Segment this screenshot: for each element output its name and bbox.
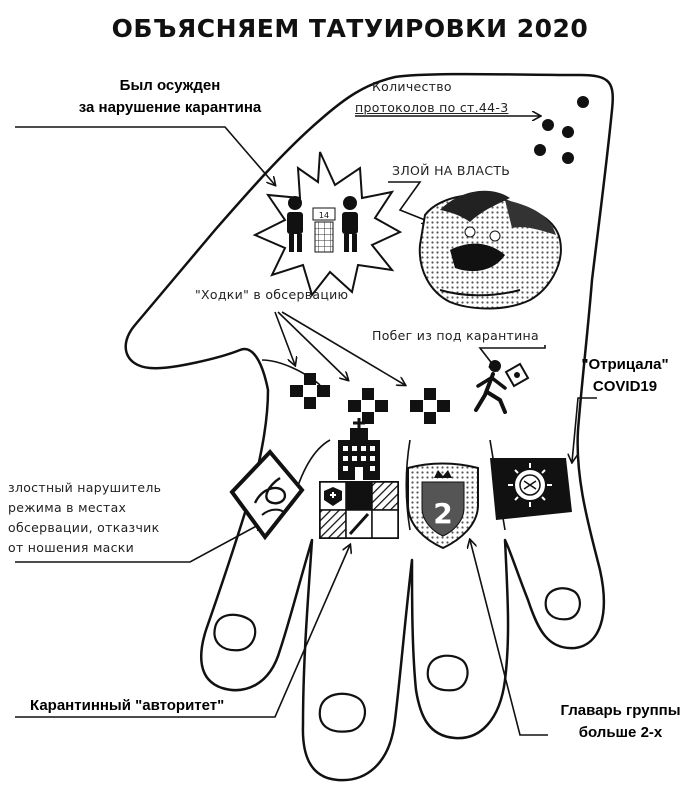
label-escape: Побег из под карантина	[372, 328, 539, 343]
label-violator-line3: обсервации, отказчик	[8, 520, 160, 535]
label-authority: Карантинный "авторитет"	[30, 697, 225, 714]
prisoner-icon: 14	[312, 207, 336, 253]
label-violator-line1: злостный нарушитель	[8, 480, 162, 495]
label-convicted-line2: за нарушение карантина	[78, 99, 262, 116]
cross-1-icon	[290, 373, 330, 409]
guard-right-icon	[342, 196, 358, 252]
page-title: ОБЪЯСНЯЕМ ТАТУИРОВКИ 2020	[111, 14, 589, 43]
label-violator-line2: режима в местах	[8, 500, 127, 515]
hospital-ring-tattoo	[319, 418, 399, 539]
shield-tattoo: 2	[407, 462, 479, 550]
label-violator-line4: от ношения маски	[8, 540, 135, 555]
label-convicted-line1: Был осужден	[119, 77, 221, 94]
label-denier-line2: COVID19	[592, 378, 658, 395]
label-protocols-line2: протоколов по ст.44-3	[355, 100, 509, 115]
label-evil: ЗЛОЙ НА ВЛАСТЬ	[392, 163, 511, 178]
label-leader-line1: Главарь группы	[560, 702, 681, 719]
cell-sign: 14	[319, 211, 329, 220]
running-man-icon	[474, 360, 530, 414]
diamond-tattoo	[229, 449, 305, 541]
label-leader-line2: больше 2-х	[578, 724, 663, 741]
nails	[213, 587, 581, 733]
protocol-dots	[534, 96, 589, 164]
virus-ring-tattoo	[490, 458, 572, 520]
cross-3-icon	[410, 388, 450, 424]
star-prison-tattoo: 14	[252, 151, 403, 298]
label-walks: "Ходки" в обсервацию	[195, 287, 349, 302]
label-denier-line1: "Отрицала"	[581, 356, 669, 373]
shield-number: 2	[433, 497, 452, 530]
label-protocols-line1: Количество	[372, 79, 452, 94]
jester-tattoo	[418, 190, 562, 310]
cross-2-icon	[348, 388, 388, 424]
cross-tattoos	[290, 373, 450, 424]
guard-left-icon	[287, 196, 303, 252]
hand-outline	[124, 72, 614, 782]
arrows	[15, 116, 597, 736]
